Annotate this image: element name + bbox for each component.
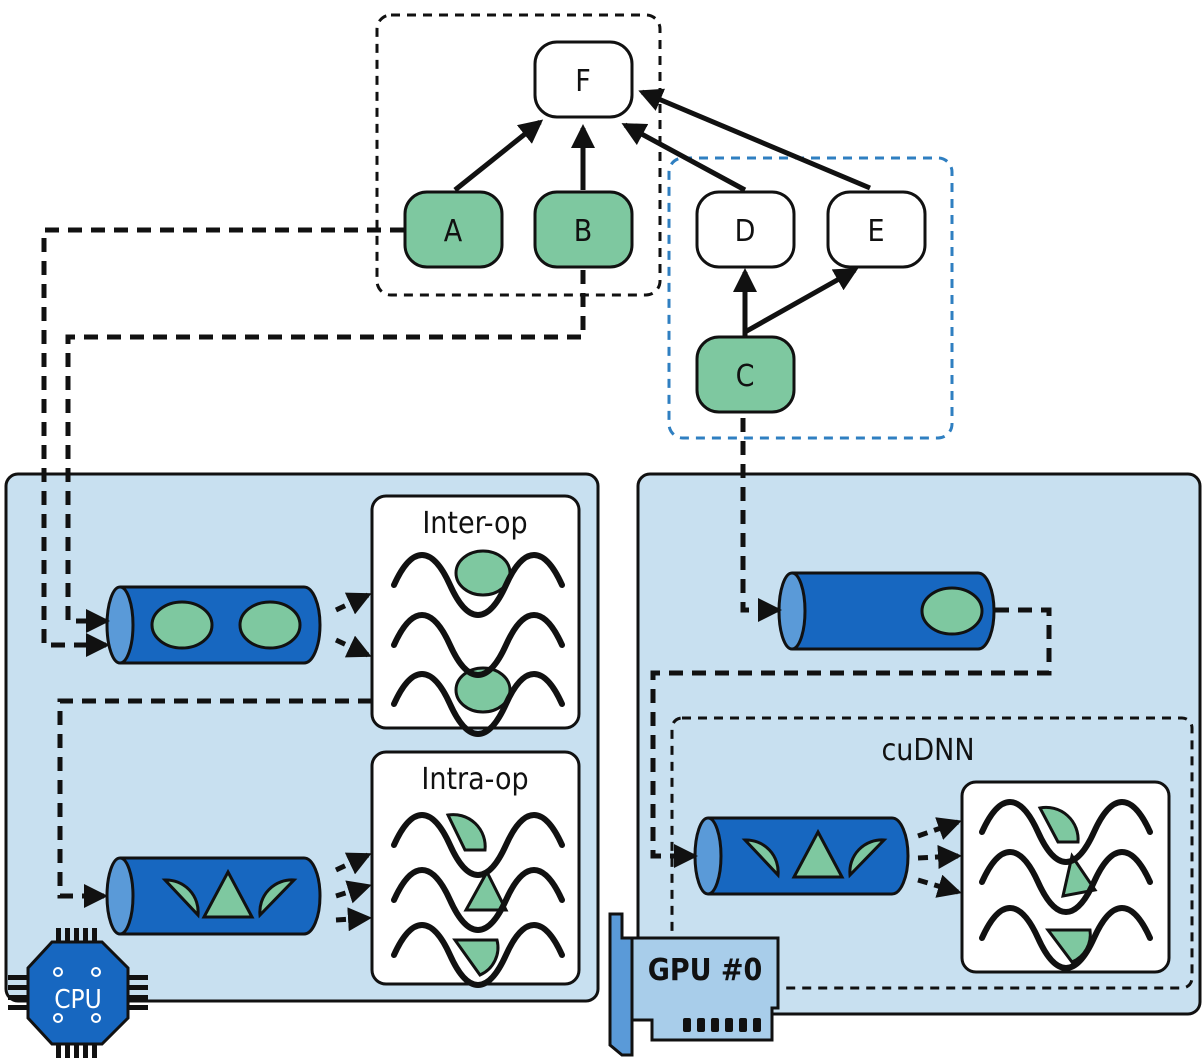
inter-op-thread-pool: Inter-op: [370, 494, 581, 737]
gpu-subgraph-group: [667, 156, 954, 440]
node-a-label: A: [444, 214, 463, 249]
queued-op: [238, 600, 302, 650]
node-d-label: D: [735, 214, 756, 249]
node-f: F: [533, 40, 634, 119]
cpu-inter-op-queue: [105, 585, 322, 665]
route-b-to-cpu-queue: [65, 270, 586, 624]
intra-op-thread-pool: Intra-op: [370, 750, 581, 988]
node-b-label: B: [574, 214, 593, 249]
node-f-label: F: [575, 64, 591, 99]
intra-op-label: Intra-op: [421, 762, 528, 797]
node-d: D: [695, 190, 796, 269]
dispatch-arrows-inter-op: [334, 592, 372, 658]
edge-e-f: [638, 88, 871, 191]
edge-a-f: [453, 119, 544, 192]
cudnn-box: [670, 716, 1194, 990]
op-slice: [741, 838, 780, 879]
route-c-to-gpu-queue: [740, 418, 764, 613]
thread-wave: [979, 849, 1153, 915]
thread-wave: [979, 799, 1153, 865]
cpu-chip-icon: CPU: [8, 928, 148, 1058]
gpu-card-label: GPU #0: [648, 953, 763, 988]
node-b: B: [533, 190, 634, 269]
thread-wave: [391, 671, 565, 737]
node-e: E: [826, 190, 927, 269]
cudnn-thread-pool: [960, 780, 1171, 974]
thread-wave: [391, 612, 565, 678]
thread-wave: [979, 905, 1153, 971]
op-slice: [161, 878, 200, 919]
cudnn-queue: [693, 816, 910, 896]
node-c-label: C: [736, 359, 755, 394]
cpu-intra-op-queue: [105, 856, 322, 936]
op-slice: [201, 868, 255, 919]
gpu-queue: [777, 571, 996, 651]
dispatch-arrows-cudnn: [917, 817, 962, 898]
edge-c-e: [743, 267, 859, 335]
graph-edges: [453, 88, 871, 340]
gpu-card-icon: GPU #0: [608, 912, 780, 1057]
node-a: A: [403, 190, 504, 269]
thread-wave: [391, 552, 565, 618]
thread-wave: [391, 867, 565, 933]
dispatch-arrows-intra-op: [334, 852, 372, 932]
node-e-label: E: [867, 214, 884, 249]
thread-wave: [391, 922, 565, 988]
cpu-subgraph-group: [375, 13, 662, 297]
thread-wave: [391, 812, 565, 878]
placement-routes: [41, 227, 1052, 899]
queued-op: [150, 600, 214, 650]
cpu-chip-label: CPU: [54, 985, 102, 1015]
edge-d-f: [621, 122, 747, 193]
node-c: C: [695, 335, 796, 414]
op-slice: [791, 828, 845, 879]
inter-op-label: Inter-op: [422, 506, 527, 541]
queued-op: [920, 586, 984, 636]
op-slice: [258, 878, 298, 919]
route-gpu-queue-to-cudnn: [650, 607, 1052, 859]
cudnn-label: cuDNN: [881, 733, 974, 768]
op-slice: [848, 838, 888, 879]
